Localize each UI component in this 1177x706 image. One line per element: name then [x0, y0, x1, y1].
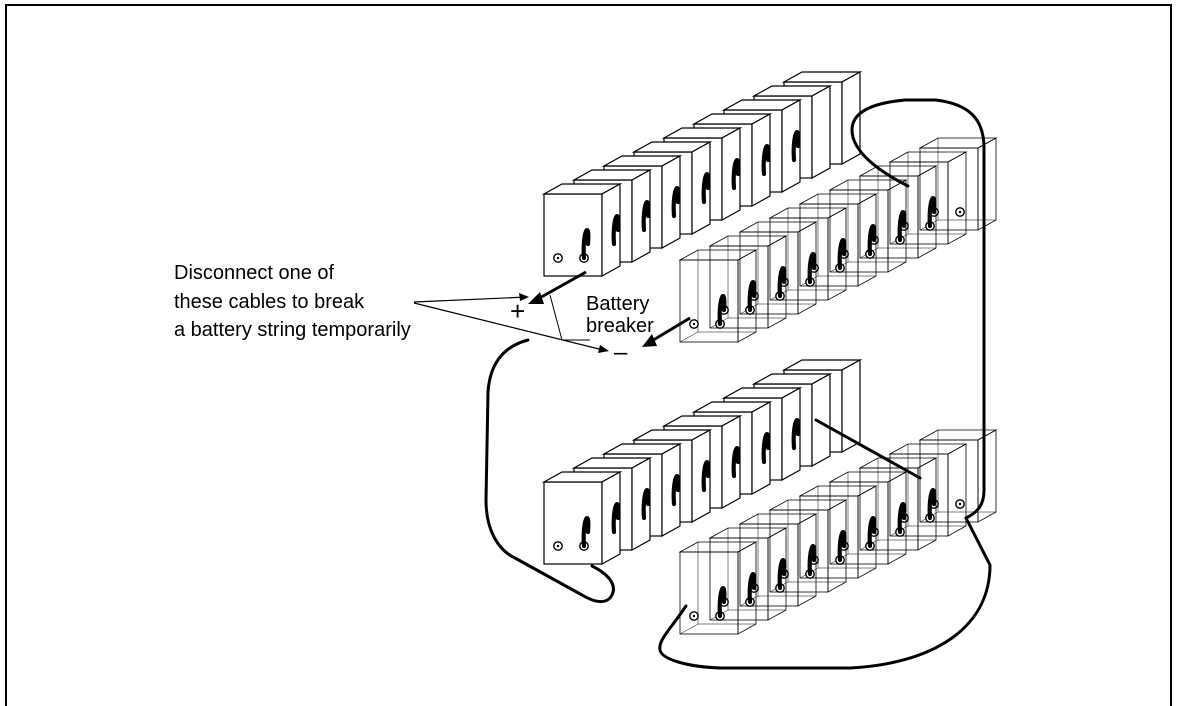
jumper-cable: [791, 418, 801, 451]
jumper-cable: [731, 158, 741, 191]
battery-cell: [541, 182, 623, 278]
cable-bottom-loop: [658, 516, 992, 670]
jumper-cable: [731, 446, 741, 479]
minus-symbol: –: [614, 339, 628, 366]
jumper-cable: [761, 144, 771, 177]
callout-leader-plus: [413, 296, 528, 303]
jumper-cable: [777, 266, 787, 299]
jumper-cable: [581, 228, 591, 261]
callout-leader-minus: [413, 302, 608, 352]
jumper-cable: [717, 294, 727, 327]
jumper-cable: [717, 586, 727, 619]
plus-symbol: +: [510, 296, 525, 326]
jumper-cable: [611, 502, 621, 535]
jumper-cable: [837, 238, 847, 271]
jumper-cable: [761, 432, 771, 465]
callout-arrowhead-minus: [598, 345, 609, 353]
jumper-cable: [747, 280, 757, 313]
jumper-cable: [747, 572, 757, 605]
battery-row-top-back: [541, 70, 863, 278]
battery-cell: [678, 249, 758, 343]
callout-arrowhead-plus: [519, 293, 529, 301]
jumper-cable: [777, 558, 787, 591]
callout-text-line1: Disconnect one of: [174, 262, 335, 284]
callout-text-line2: these cables to break: [174, 291, 365, 313]
jumper-cable: [897, 502, 907, 535]
jumper-cable: [927, 488, 937, 521]
jumper-cable: [927, 196, 937, 229]
jumper-cable: [807, 544, 817, 577]
jumper-cable: [581, 516, 591, 549]
jumper-cable: [837, 530, 847, 563]
battery-row-bottom-back: [541, 358, 863, 566]
jumper-cable: [641, 200, 651, 233]
jumper-cable: [867, 516, 877, 549]
callout-text-line3: a battery string temporarily: [174, 319, 411, 341]
jumper-cable: [867, 224, 877, 257]
battery-row-top-front: [678, 137, 998, 343]
breaker-label-leader: [549, 294, 590, 341]
cable-right-vertical: [964, 260, 986, 520]
jumper-cable: [701, 172, 711, 205]
jumper-cable: [897, 210, 907, 243]
arrowhead-plus: [528, 292, 544, 304]
jumper-cable: [671, 186, 681, 219]
arrow-plus-cable: [535, 270, 587, 302]
jumper-cable: [701, 460, 711, 493]
cable-top-loop: [850, 98, 986, 264]
battery-cell: [678, 541, 758, 635]
arrowhead-minus: [642, 334, 657, 347]
battery-cell: [541, 470, 623, 566]
cable-cross-link: [814, 418, 922, 480]
jumper-cable: [611, 214, 621, 247]
arrow-minus-cable: [649, 316, 691, 344]
diagram-frame: [5, 4, 1172, 706]
cable-left-loop: [484, 338, 615, 604]
jumper-cable: [641, 488, 651, 521]
jumper-cable: [791, 130, 801, 163]
battery-row-bottom-front: [678, 429, 998, 635]
breaker-label-line2: breaker: [586, 315, 654, 337]
breaker-label-line1: Battery: [586, 293, 649, 315]
jumper-cable: [807, 252, 817, 285]
disconnect-arrows: [535, 270, 691, 344]
jumper-cable: [671, 474, 681, 507]
